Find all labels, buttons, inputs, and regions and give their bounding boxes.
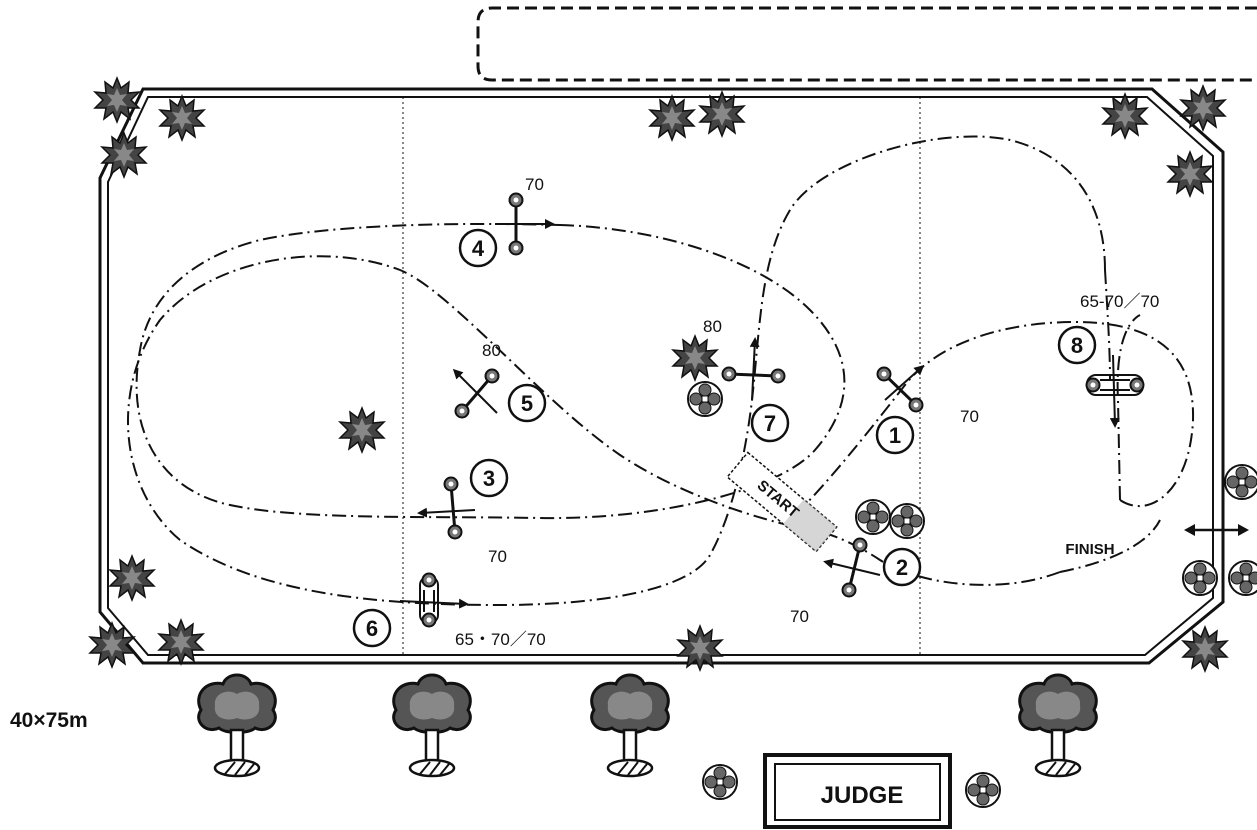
- fence-3-number-circle: [469, 458, 509, 498]
- finish-label: FINISH: [1065, 541, 1114, 558]
- bush-icon: [158, 619, 204, 665]
- fence-8: 8 65‐70／70: [1057, 292, 1159, 428]
- fence-5: 5 80: [452, 341, 547, 423]
- bush-icon: [159, 95, 205, 141]
- flower-pot-icon: [702, 764, 738, 800]
- tree-icon: [197, 673, 277, 778]
- fence-3: 3 70: [417, 458, 509, 566]
- arena-dimensions: 40×75m: [10, 709, 88, 732]
- bush-icon: [1182, 626, 1228, 672]
- fence-5-number: 5: [521, 391, 533, 416]
- arena-fence-outer: [98, 87, 1225, 665]
- bushes: [89, 77, 1228, 672]
- flower-pot-icon: [855, 499, 891, 535]
- bush-icon: [94, 77, 140, 123]
- flower-pot-icon: [687, 381, 723, 417]
- fence-3-height: 70: [488, 547, 507, 566]
- flower-pot-icon: [889, 503, 925, 539]
- arena-fence-inner: [107, 96, 1214, 656]
- tree-icon: [1018, 673, 1098, 778]
- fence-4-number: 4: [472, 236, 485, 261]
- fence-2-height: 70: [790, 607, 809, 626]
- fence-8-number: 8: [1071, 333, 1083, 358]
- trees: [197, 673, 1098, 778]
- fence-6: 6 65・70／70: [352, 572, 546, 649]
- fence-6-number: 6: [366, 616, 378, 641]
- bush-icon: [1167, 151, 1213, 197]
- fence-2-number: 2: [896, 555, 908, 580]
- fence-1-number-circle: [875, 415, 915, 455]
- fence-1-height: 70: [960, 407, 979, 426]
- bush-icon: [339, 407, 385, 453]
- fence-7-number: 7: [764, 411, 776, 436]
- flower-pots: [687, 381, 1257, 808]
- fence-3-number: 3: [483, 466, 495, 491]
- dashed-outline-area: [476, 6, 1257, 82]
- bush-icon: [649, 95, 695, 141]
- fence-4-number-circle: [458, 228, 498, 268]
- tree-icon: [392, 673, 472, 778]
- judge-label: JUDGE: [821, 782, 904, 809]
- entrance-arrow: [1184, 524, 1249, 536]
- flower-pot-icon: [965, 772, 1001, 808]
- bush-icon: [1180, 85, 1226, 131]
- bush-icon: [101, 132, 147, 178]
- fence-5-height: 80: [482, 341, 501, 360]
- fence-7-height: 80: [703, 317, 722, 336]
- judge-box: JUDGE: [763, 753, 952, 829]
- fence-8-height: 65‐70／70: [1080, 292, 1159, 311]
- course-track: [127, 135, 1195, 607]
- fence-1-number: 1: [889, 423, 901, 448]
- fence-4-height: 70: [525, 175, 544, 194]
- fence-8-number-circle: [1057, 325, 1097, 365]
- tree-icon: [590, 673, 670, 778]
- fence-1: 1 70: [875, 365, 979, 455]
- fence-7-number-circle: [750, 403, 790, 443]
- bush-icon: [699, 91, 745, 137]
- fence-2-number-circle: [882, 547, 922, 587]
- bush-icon: [1102, 93, 1148, 139]
- fence-7: 7 80: [703, 317, 790, 443]
- bush-icon: [672, 335, 718, 381]
- flower-pot-icon: [1182, 560, 1218, 596]
- fence-5-number-circle: [507, 383, 547, 423]
- flower-pot-icon: [1228, 560, 1257, 596]
- start-marker: START: [726, 451, 838, 553]
- fence-6-height: 65・70／70: [455, 630, 546, 649]
- fence-4: 4 70: [458, 175, 555, 268]
- fence-6-number-circle: [352, 608, 392, 648]
- flower-pot-icon: [1224, 464, 1257, 500]
- bush-icon: [109, 555, 155, 601]
- fence-2: 2 70: [790, 537, 922, 626]
